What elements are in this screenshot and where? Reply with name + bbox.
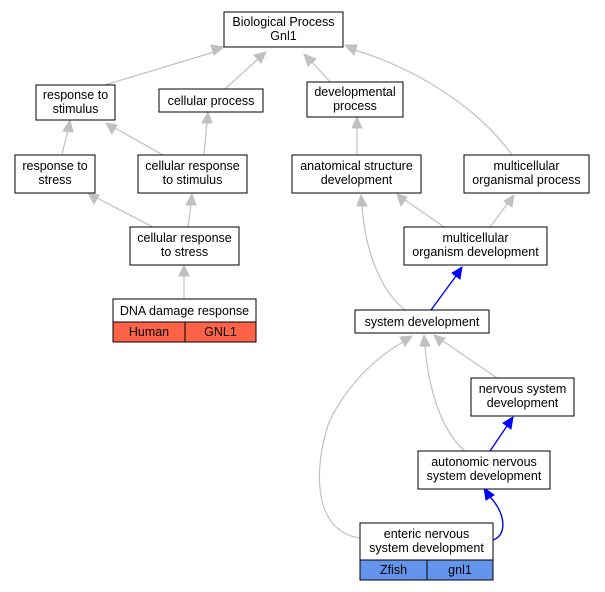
species-label: Zfish bbox=[380, 563, 407, 577]
edge-ansd-nsd bbox=[489, 425, 508, 452]
species-label: Human bbox=[129, 325, 169, 339]
node-label-line-2: organismal process bbox=[472, 173, 580, 187]
edge-asd-dp-arrowhead bbox=[351, 115, 363, 129]
edge-ansd-nsd-arrowhead bbox=[502, 416, 514, 430]
edge-rst-rts bbox=[61, 129, 69, 155]
edge-cp-bp bbox=[224, 58, 259, 90]
edge-sd-asd-arrowhead bbox=[356, 193, 368, 207]
node-anatomical-structure-development[interactable]: anatomical structure development bbox=[291, 154, 422, 194]
edge-crts-rts bbox=[114, 127, 164, 156]
edge-rts-bp bbox=[104, 51, 215, 86]
edge-dp-bp bbox=[311, 61, 334, 86]
gene-cell bbox=[184, 321, 257, 343]
edge-crs-rst bbox=[96, 197, 154, 228]
gene-cell bbox=[426, 559, 494, 581]
node-label-line-1: anatomical structure bbox=[300, 159, 413, 173]
node-label-line-1: cellular process bbox=[168, 94, 255, 108]
edge-crts-cp bbox=[203, 121, 208, 156]
node-label-line-2: system development bbox=[369, 541, 484, 555]
edge-cp-bp-arrowhead bbox=[253, 51, 267, 64]
node-label-line-2: process bbox=[333, 99, 377, 113]
node-label-line-2: to stress bbox=[161, 245, 208, 259]
node-multicellular-organism-development[interactable]: multicellular organism development bbox=[403, 226, 548, 266]
node-developmental-process[interactable]: developmental process bbox=[306, 81, 404, 118]
edge-mod-mop bbox=[489, 202, 509, 228]
node-autonomic-nervous-system-development[interactable]: autonomic nervous system development bbox=[417, 450, 551, 490]
node-label-line-2: system development bbox=[427, 469, 542, 483]
node-label-line-1: response to bbox=[43, 88, 108, 102]
node-cellular-process[interactable]: cellular process bbox=[158, 88, 264, 113]
node-label-line-2: stimulus bbox=[53, 102, 99, 116]
node-label-line-1: developmental bbox=[314, 85, 395, 99]
node-dna-damage-response[interactable]: DNA damage response Human GNL1 bbox=[112, 298, 257, 343]
node-label-line-1: system development bbox=[365, 315, 480, 329]
edge-nsd-sd-arrowhead bbox=[433, 334, 446, 347]
node-label-line-2: stress bbox=[38, 173, 71, 187]
edge-rts-bp-arrowhead bbox=[210, 44, 226, 56]
edge-sd-mod bbox=[430, 275, 457, 311]
node-label-line-1: multicellular bbox=[443, 231, 509, 245]
node-label-line-1: enteric nervous bbox=[384, 527, 469, 541]
edge-sd-asd bbox=[361, 205, 406, 311]
node-label-line-1: cellular response bbox=[137, 231, 232, 245]
node-multicellular-organismal-process[interactable]: multicellular organismal process bbox=[463, 154, 590, 194]
node-response-to-stress[interactable]: response to stress bbox=[14, 154, 96, 194]
gene-label: gnl1 bbox=[448, 563, 472, 577]
node-label-line-1: DNA damage response bbox=[120, 304, 249, 318]
node-label-line-1: cellular response bbox=[145, 159, 240, 173]
edge-rst-rts-arrowhead bbox=[62, 118, 74, 133]
node-label-line-1: autonomic nervous bbox=[431, 455, 537, 469]
edge-mod-mop-arrowhead bbox=[503, 194, 515, 208]
edge-mop-bp-arrowhead bbox=[343, 44, 358, 56]
edge-mod-asd bbox=[404, 199, 445, 228]
edge-crs-crts-arrowhead bbox=[185, 192, 197, 206]
node-label-line-1: nervous system bbox=[479, 382, 567, 396]
edge-ansd-sd-arrowhead bbox=[419, 333, 431, 347]
node-response-to-stimulus[interactable]: response to stimulus bbox=[35, 84, 116, 121]
edges bbox=[61, 44, 515, 541]
edge-ansd-sd bbox=[424, 345, 466, 452]
edge-sd-mod-arrowhead bbox=[451, 266, 463, 280]
edge-ddr-crs-arrowhead bbox=[178, 263, 190, 277]
node-label-line-1: multicellular bbox=[494, 159, 560, 173]
node-nervous-system-development[interactable]: nervous system development bbox=[470, 377, 575, 417]
node-label-line-2: organism development bbox=[412, 245, 539, 259]
edge-mod-asd-arrowhead bbox=[396, 193, 408, 208]
node-label-line-1: response to bbox=[22, 159, 87, 173]
edge-ensd-ansd-arrowhead bbox=[483, 486, 495, 501]
edge-ensd-ansd bbox=[489, 496, 504, 541]
nodes: Biological Process Gnl1 response to stim… bbox=[14, 11, 590, 581]
node-enteric-nervous-system-development[interactable]: enteric nervous system development Zfish… bbox=[359, 522, 494, 581]
node-label-line-2: to stimulus bbox=[163, 173, 223, 187]
edge-dp-bp-arrowhead bbox=[303, 53, 317, 67]
edge-ensd-sd bbox=[318, 341, 404, 539]
node-cellular-response-to-stimulus[interactable]: cellular response to stimulus bbox=[137, 154, 248, 194]
node-label-line-1: Biological Process bbox=[232, 15, 334, 29]
gene-label: GNL1 bbox=[204, 325, 237, 339]
node-label-line-2: development bbox=[321, 173, 393, 187]
edge-nsd-sd bbox=[442, 340, 498, 379]
edge-crts-cp-arrowhead bbox=[201, 110, 213, 124]
node-cellular-response-to-stress[interactable]: cellular response to stress bbox=[129, 226, 240, 266]
edge-crs-crts bbox=[187, 203, 192, 228]
edge-crs-rst-arrowhead bbox=[87, 192, 100, 206]
node-biological-process[interactable]: Biological Process Gnl1 bbox=[223, 11, 344, 48]
edge-ensd-sd-arrowhead bbox=[399, 335, 414, 347]
edge-mop-bp bbox=[354, 49, 513, 156]
node-system-development[interactable]: system development bbox=[354, 309, 490, 334]
node-label-line-2: development bbox=[487, 396, 559, 410]
node-label-line-2: Gnl1 bbox=[270, 29, 296, 43]
edge-crts-rts-arrowhead bbox=[105, 122, 118, 136]
